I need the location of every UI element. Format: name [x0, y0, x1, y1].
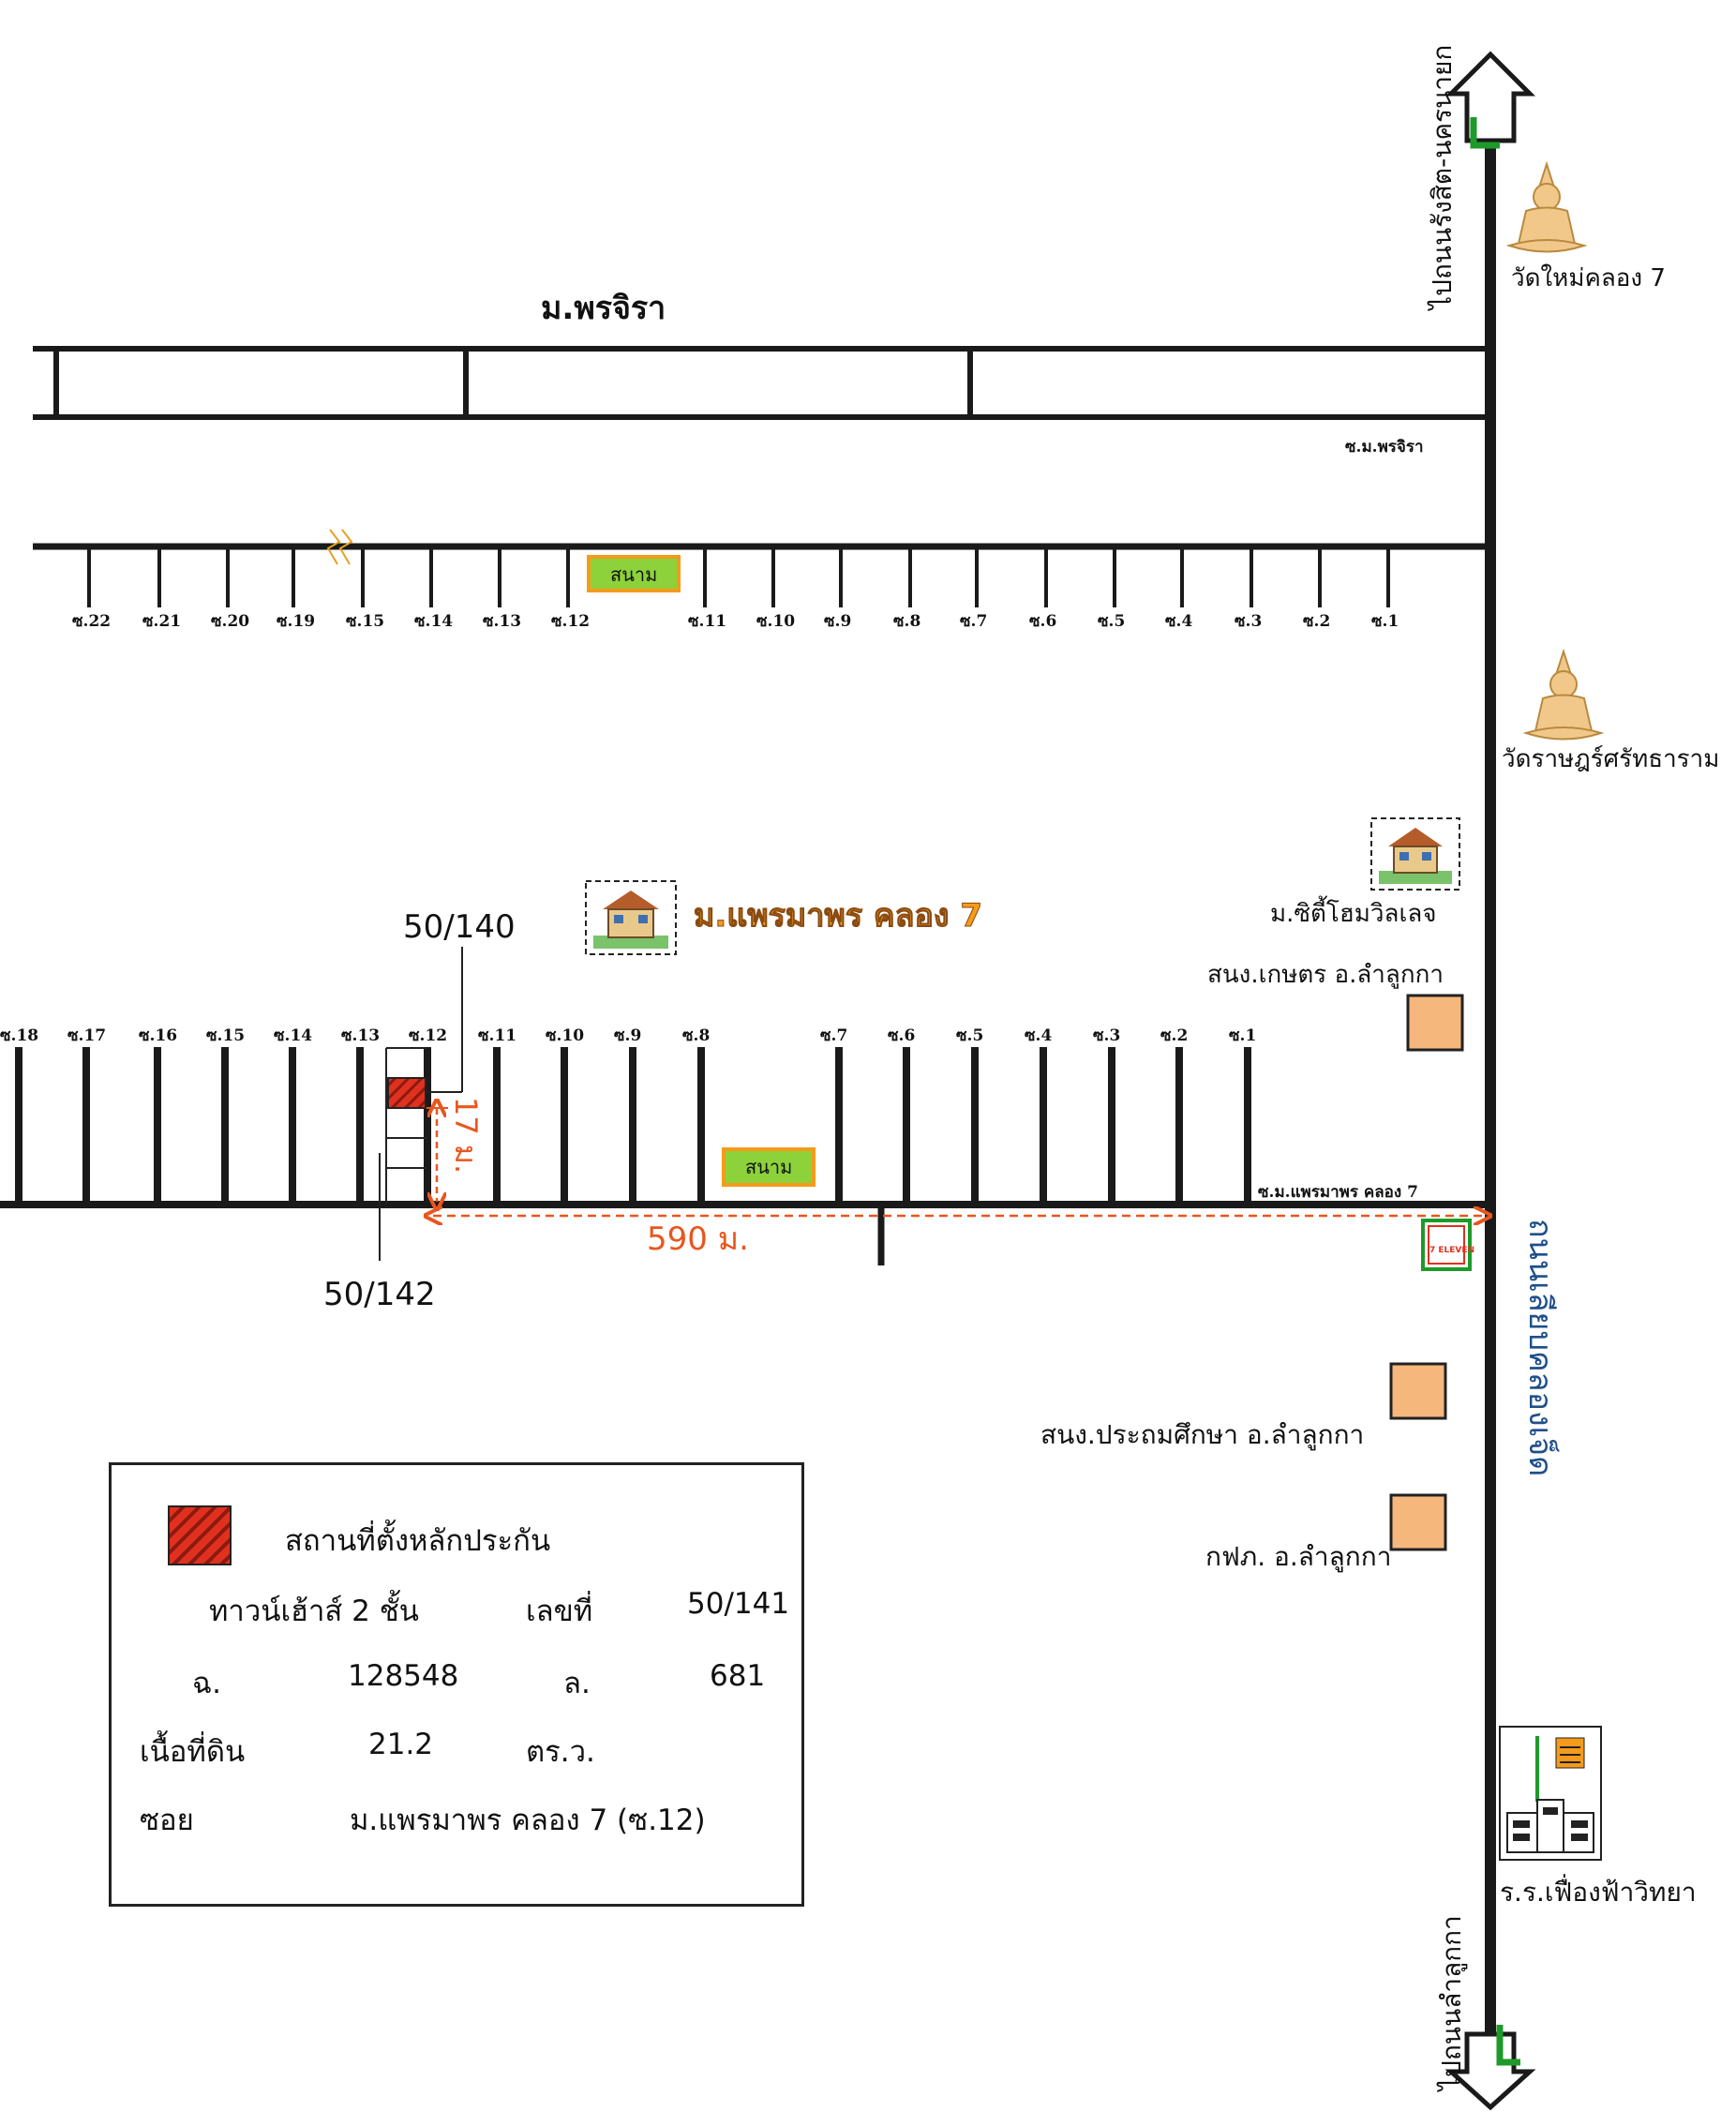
legend-soi: ม.แพรมาพร คลอง 7 (ซ.12)	[350, 1804, 706, 1837]
soi-label: ซ.14	[414, 612, 453, 631]
soi-label: ซ.22	[72, 612, 111, 631]
edu-office-marker	[1389, 1362, 1447, 1420]
temple-icon	[1505, 160, 1588, 253]
seven-eleven-icon: 7 ELEVEN	[1421, 1219, 1474, 1271]
house-icon	[1370, 817, 1460, 891]
legend-area-unit: ตร.ว.	[526, 1735, 595, 1769]
subject-plot	[385, 1047, 427, 1205]
edu-office-label: สนง.ประถมศึกษา อ.ลำลูกกา	[1040, 1419, 1364, 1451]
south-sois: ซ.18 ซ.17 ซ.16 ซ.15 ซ.14 ซ.13 ซ.12 ซ.11 ซ.10 ซ.9 ซ…	[0, 1026, 1256, 1205]
soi-label: ซ.18	[0, 1026, 38, 1045]
soi-label: ซ.20	[211, 612, 249, 631]
legend-land-label: ล.	[563, 1667, 591, 1700]
soi-label: ซ.21	[142, 612, 181, 631]
soi-label: ซ.4	[1025, 1026, 1052, 1045]
legend-deed-label: ฉ.	[192, 1667, 221, 1700]
legend-deed: 128548	[348, 1659, 459, 1693]
soi-label: ซ.4	[1165, 612, 1192, 631]
north-village-name: ม.พรจิรา	[541, 290, 666, 327]
temple-2-label: วัดราษฎร์ศรัทธาราม	[1502, 745, 1719, 773]
north-field: สนาม	[587, 555, 681, 592]
house-south-label: 50/142	[323, 1276, 436, 1313]
soi-label: ซ.9	[824, 612, 851, 631]
soi-label: ซ.8	[682, 1026, 710, 1045]
up-arrow-icon	[1444, 51, 1536, 149]
north-soi-name: ซ.ม.พรจิรา	[1345, 438, 1424, 457]
legend-collateral-swatch	[168, 1505, 232, 1565]
soi-label: ซ.9	[614, 1026, 641, 1045]
down-arrow-icon	[1444, 2025, 1536, 2111]
soi-label: ซ.5	[956, 1026, 983, 1045]
soi-label: ซ.1	[1229, 1026, 1256, 1045]
soi-label: ซ.2	[1160, 1026, 1188, 1045]
depth-dimension-label: 17 ม.	[448, 1097, 484, 1174]
legend-land: 681	[710, 1659, 766, 1693]
soi-label: ซ.10	[756, 612, 795, 631]
house-icon	[585, 880, 677, 955]
main-road-upper-direction: ไปถนนรังสิต-นครนายก	[1427, 45, 1458, 311]
soi-label: ซ.13	[341, 1026, 380, 1045]
school-label: ร.ร.เฟื่องฟ้าวิทยา	[1500, 1874, 1697, 1908]
north-village-block	[33, 346, 1490, 420]
soi-label: ซ.19	[277, 612, 315, 631]
temple-1-label: วัดใหม่คลอง 7	[1511, 264, 1666, 292]
south-field-label: สนาม	[745, 1156, 792, 1178]
south-village-name: ม.แพรมาพร คลอง 7	[694, 897, 982, 935]
legend-number-label: เลขที่	[526, 1594, 593, 1628]
legend-area-label: เนื้อที่ดิน	[140, 1735, 246, 1769]
soi-label: ซ.11	[478, 1026, 516, 1045]
soi-label: ซ.16	[139, 1026, 177, 1045]
soi-label: ซ.6	[888, 1026, 915, 1045]
soi-label: ซ.17	[67, 1026, 106, 1045]
north-sois: ซ.22 ซ.21 ซ.20 ซ.19 ซ.15 ซ.14 ซ.13 ซ.12 ซ.11 ซ.10…	[72, 546, 1399, 631]
legend-soi-label: ซอย	[140, 1804, 194, 1837]
soi-label: ซ.2	[1303, 612, 1330, 631]
agri-office-marker	[1406, 994, 1464, 1052]
soi-label: ซ.12	[551, 612, 590, 631]
main-road-lower-direction: ไปถนนลำลูกกา	[1436, 1915, 1468, 2092]
soi-label: ซ.15	[346, 612, 384, 631]
soi-label: ซ.1	[1371, 612, 1399, 631]
soi-label: ซ.11	[688, 612, 726, 631]
electric-office-marker	[1389, 1493, 1447, 1551]
soi-label: ซ.6	[1029, 612, 1056, 631]
soi-label: ซ.8	[893, 612, 920, 631]
legend-type: ทาวน์เฮ้าส์ 2 ชั้น	[209, 1594, 419, 1628]
main-road-name: ถนนเลียบคลองเจ็ด	[1521, 1219, 1560, 1476]
south-soi-name: ซ.ม.แพรมาพร คลอง 7	[1258, 1183, 1418, 1202]
soi-label: ซ.5	[1098, 612, 1125, 631]
legend-box: สถานที่ตั้งหลักประกัน ทาวน์เฮ้าส์ 2 ชั้น…	[109, 1462, 804, 1907]
temple-icon	[1522, 648, 1605, 741]
electric-office-label: กฟภ. อ.ลำลูกกา	[1205, 1541, 1391, 1573]
house-north-label: 50/140	[403, 908, 516, 946]
school-icon	[1499, 1726, 1602, 1861]
power-symbol-icon	[326, 529, 353, 565]
soi-label: ซ.14	[274, 1026, 312, 1045]
north-field-label: สนาม	[610, 563, 657, 586]
soi-label: ซ.7	[820, 1026, 847, 1045]
distance-dimension-label: 590 ม.	[647, 1220, 749, 1258]
soi-label: ซ.7	[960, 612, 987, 631]
legend-area: 21.2	[368, 1728, 434, 1761]
legend-title: สถานที่ตั้งหลักประกัน	[285, 1524, 551, 1558]
soi-label: ซ.3	[1235, 612, 1262, 631]
seven-eleven-logo: 7 ELEVEN	[1429, 1246, 1474, 1255]
soi-label: ซ.3	[1093, 1026, 1120, 1045]
city-home-label: ม.ซิตี้โฮมวิลเลจ	[1270, 895, 1437, 928]
soi-label: ซ.12	[409, 1026, 447, 1045]
soi-label: ซ.13	[483, 612, 521, 631]
soi-label: ซ.10	[546, 1026, 584, 1045]
south-field: สนาม	[722, 1147, 816, 1187]
agri-office-label: สนง.เกษตร อ.ลำลูกกา	[1207, 961, 1444, 989]
collateral-marker	[387, 1077, 427, 1109]
legend-number: 50/141	[687, 1587, 790, 1621]
soi-label: ซ.15	[206, 1026, 245, 1045]
